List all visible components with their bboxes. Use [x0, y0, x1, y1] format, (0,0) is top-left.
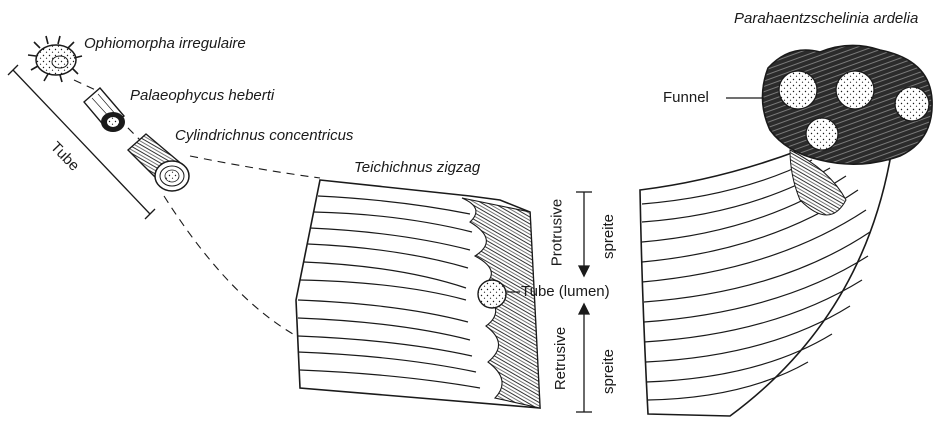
label-teichichnus: Teichichnus zigzag — [354, 159, 480, 176]
tube-lumen-circle — [478, 280, 506, 308]
palaeophycus-burrow — [84, 88, 125, 132]
label-tube-lumen: Tube (lumen) — [521, 283, 610, 300]
spreite-arrows — [576, 192, 592, 412]
label-palaeophycus: Palaeophycus heberti — [130, 87, 274, 104]
label-ophiomorpha: Ophiomorpha irregulaire — [84, 35, 246, 52]
label-parahaentzschelinia: Parahaentzschelinia ardelia — [734, 10, 918, 27]
label-spreite-upper: spreite — [600, 214, 617, 259]
label-funnel: Funnel — [663, 89, 709, 106]
label-spreite-lower: spreite — [600, 349, 617, 394]
label-cylindrichnus: Cylindrichnus concentricus — [175, 127, 353, 144]
ophiomorpha-burrow — [28, 36, 82, 82]
label-protrusive: Protrusive — [548, 199, 565, 267]
teichichnus-block — [296, 180, 540, 408]
label-retrusive: Retrusive — [552, 327, 569, 390]
parahaentzschelinia-burrow — [506, 45, 932, 416]
